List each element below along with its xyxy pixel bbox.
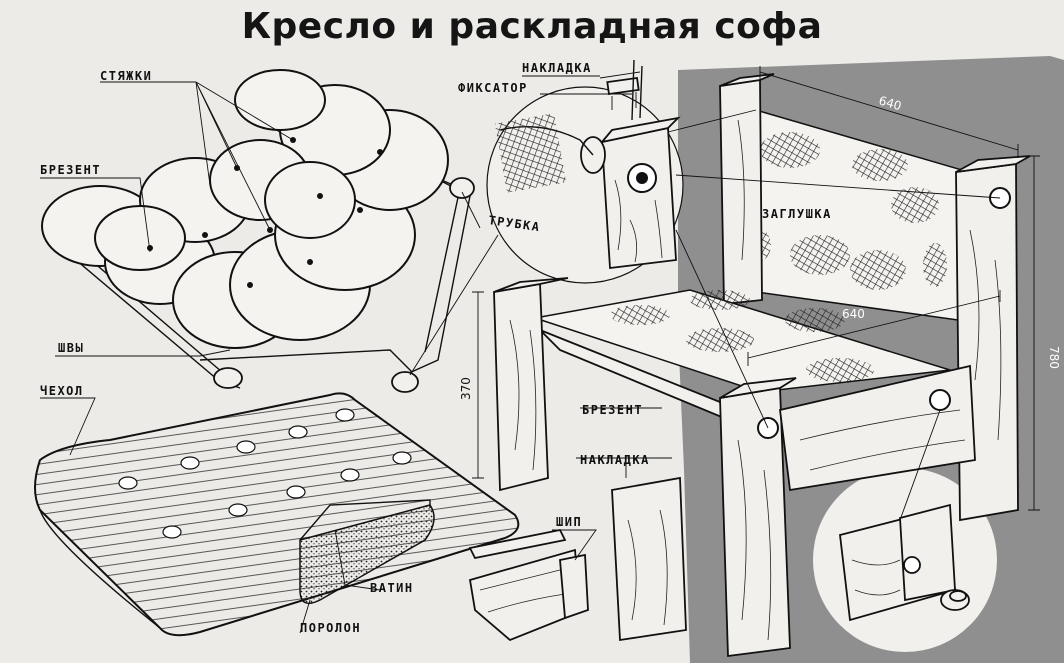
label-styazhki: СТЯЖКИ <box>100 69 152 83</box>
label-vatin: ВАТИН <box>370 581 414 595</box>
label-porolon: ПОРОЛОН <box>300 621 361 635</box>
label-chekhol: ЧЕХОЛ <box>40 384 84 398</box>
label-brezent-left: БРЕЗЕНТ <box>40 163 101 177</box>
page-title: Кресло и раскладная софа <box>241 6 823 47</box>
label-nakladka-top: НАКЛАДКА <box>522 61 592 75</box>
wooden-armchair-drawing <box>472 66 1040 658</box>
label-shvy: ШВЫ <box>58 341 84 355</box>
label-ship: ШИП <box>556 515 582 529</box>
joint-detail-drawing <box>468 457 687 642</box>
dimension-width-top: 640 <box>877 93 903 113</box>
label-zaglushka: ЗАГЛУШКА <box>762 207 832 221</box>
dimension-height-total: 780 <box>1047 346 1061 369</box>
label-brezent-right: БРЕЗЕНТ <box>582 403 643 417</box>
folding-sofa-drawing <box>40 69 499 393</box>
canvas-pattern <box>739 132 947 290</box>
lock-detail-drawing <box>494 59 681 270</box>
dimension-width-seat: 640 <box>842 307 865 321</box>
label-nakladka-bottom: НАКЛАДКА <box>580 453 650 467</box>
dimension-height-seat: 370 <box>459 377 473 400</box>
label-fiksator: ФИКСАТОР <box>458 81 528 95</box>
callout-detail-drawing <box>839 503 970 622</box>
mattress-cover-drawing <box>34 392 520 637</box>
